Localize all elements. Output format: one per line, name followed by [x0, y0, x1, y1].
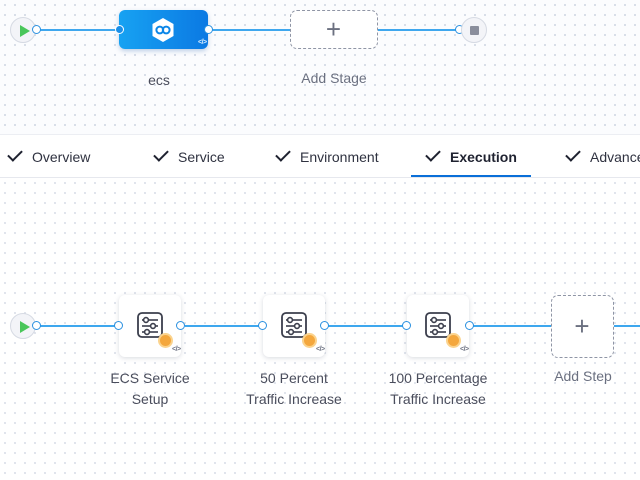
tab-advanced[interactable]: Advance [565, 135, 640, 178]
step-label-line: Traffic Increase [246, 391, 342, 407]
tab-label: Overview [32, 148, 91, 165]
step-label: 50 Percent Traffic Increase [229, 368, 359, 410]
play-icon [20, 25, 30, 37]
connector-port[interactable] [32, 25, 41, 34]
step-label-line: Traffic Increase [390, 391, 486, 407]
gear-icon [302, 333, 317, 348]
tab-service[interactable]: Service [153, 135, 225, 178]
add-stage-label: Add Stage [301, 70, 367, 86]
add-stage-button[interactable]: + [290, 10, 378, 49]
connector-line [328, 325, 407, 327]
step-label: 100 Percentage Traffic Increase [373, 368, 503, 410]
check-icon [153, 146, 169, 162]
step-label-line: 100 Percentage [388, 370, 488, 386]
connector-port[interactable] [114, 321, 123, 330]
stop-icon [470, 26, 479, 35]
step-node-50-percent[interactable]: </> [263, 295, 325, 357]
connector-line [40, 325, 120, 327]
connector-line [40, 29, 120, 31]
connector-port[interactable] [115, 25, 124, 34]
stage-tabs: Overview Service Environment Execution A… [0, 134, 640, 178]
check-icon [565, 146, 581, 162]
tab-label: Environment [300, 148, 379, 165]
connector-line [473, 325, 551, 327]
tab-label: Service [178, 148, 225, 165]
step-label-line: 50 Percent [260, 370, 328, 386]
stage-label: ecs [148, 72, 170, 88]
step-label-line: ECS Service [110, 370, 190, 386]
tab-overview[interactable]: Overview [7, 135, 91, 178]
plus-icon: + [574, 311, 590, 341]
connector-port[interactable] [32, 321, 41, 330]
check-icon [7, 146, 23, 162]
tab-execution[interactable]: Execution [425, 135, 517, 178]
check-icon [425, 146, 441, 162]
tab-environment[interactable]: Environment [275, 135, 379, 178]
plus-icon: + [325, 14, 342, 44]
gear-icon [158, 333, 173, 348]
connector-port[interactable] [465, 321, 474, 330]
code-badge: </> [460, 346, 469, 353]
connector-line [212, 29, 290, 31]
connector-port[interactable] [402, 321, 411, 330]
connector-line [614, 325, 640, 327]
step-template-icon [137, 312, 163, 338]
tab-label: Advance [590, 148, 640, 165]
connector-line [378, 29, 457, 31]
stage-node-ecs[interactable]: </> [119, 10, 208, 49]
step-node-100-percentage[interactable]: </> [407, 295, 469, 357]
step-template-icon [425, 312, 451, 338]
pipeline-start-node[interactable] [10, 17, 36, 43]
pipeline-canvas: </> ecs + Add Stage [0, 0, 640, 134]
play-icon [20, 321, 30, 333]
check-icon [275, 146, 291, 162]
tab-label: Execution [450, 148, 517, 165]
execution-canvas: </> ECS Service Setup </> 50 Percent Tra… [0, 178, 640, 480]
code-badge: </> [198, 39, 207, 46]
connector-port[interactable] [176, 321, 185, 330]
connector-line [185, 325, 263, 327]
step-template-icon [281, 312, 307, 338]
connector-port[interactable] [320, 321, 329, 330]
code-badge: </> [172, 346, 181, 353]
code-badge: </> [316, 346, 325, 353]
connector-port[interactable] [258, 321, 267, 330]
gear-icon [446, 333, 461, 348]
step-node-ecs-service-setup[interactable]: </> [119, 295, 181, 357]
pipeline-end-node [461, 17, 487, 43]
connector-port[interactable] [204, 25, 213, 34]
add-step-button[interactable]: + [551, 295, 614, 358]
add-step-label: Add Step [554, 368, 612, 384]
active-tab-indicator [411, 175, 531, 177]
ecs-service-icon [152, 18, 174, 42]
step-label: ECS Service Setup [90, 368, 210, 410]
step-label-line: Setup [131, 391, 169, 407]
